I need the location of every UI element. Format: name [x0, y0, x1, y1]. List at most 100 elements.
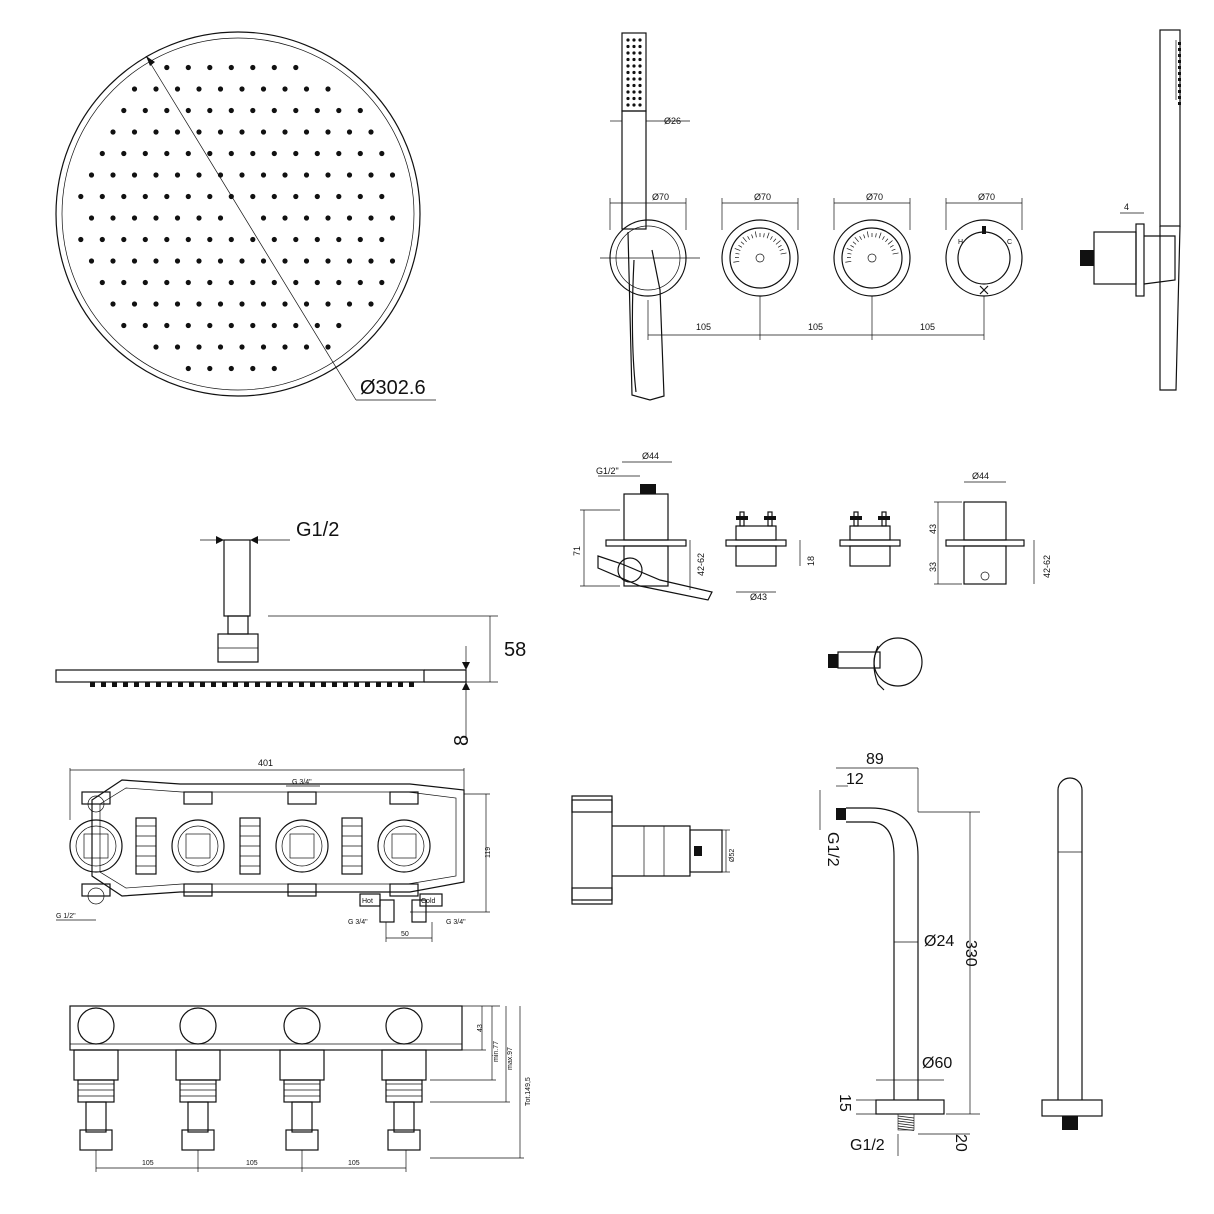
nozzle [325, 215, 331, 221]
nozzle [217, 86, 224, 92]
nozzle [185, 150, 191, 157]
arm-nut [227, 615, 249, 635]
nozzle [196, 301, 202, 307]
nozzle [336, 279, 342, 286]
nozzle [282, 172, 288, 178]
scale-tick [875, 233, 877, 238]
nozzle [325, 172, 331, 178]
nozzle [626, 38, 630, 42]
nozzle [303, 129, 310, 135]
svg-text:105: 105 [808, 322, 823, 332]
nozzle [207, 64, 213, 71]
valve-detail-views: Ø44 G1/2" 71 42-62 Ø43 18 [572, 451, 1052, 691]
nozzle [314, 279, 320, 286]
svg-text:G1/2: G1/2 [850, 1137, 885, 1154]
nozzle [343, 682, 348, 687]
svg-text:Tot.149,5: Tot.149,5 [525, 1077, 532, 1106]
nozzle [164, 279, 170, 286]
svg-text:105: 105 [348, 1160, 360, 1167]
nozzle [228, 64, 234, 71]
valve-body-outline [91, 779, 465, 897]
shower-head-inner-ring [61, 37, 415, 391]
nozzle [314, 107, 320, 114]
plate-3 [833, 219, 911, 297]
nozzle [185, 64, 191, 71]
nozzle [638, 38, 642, 42]
nozzle [387, 682, 392, 687]
valve-ports [69, 791, 431, 897]
nozzle [346, 258, 353, 264]
nozzle [282, 215, 288, 221]
svg-text:50: 50 [401, 931, 409, 938]
svg-text:Ø70: Ø70 [754, 192, 771, 202]
nozzle [336, 236, 342, 243]
nozzle [90, 682, 95, 687]
sleeve-1-top [735, 525, 777, 541]
svg-text:Hot: Hot [362, 898, 373, 905]
nozzle [207, 107, 213, 114]
nozzle [638, 77, 642, 81]
svg-text:Ø70: Ø70 [652, 192, 669, 202]
nozzle [250, 64, 256, 71]
concealed-body-section: 43 min.77 max.97 Tot.149,5 105 105 105 [69, 1005, 532, 1172]
nozzle [303, 172, 310, 178]
nozzle [379, 279, 385, 286]
section-body [69, 1005, 463, 1051]
nozzle [164, 150, 170, 157]
nozzle [239, 129, 245, 135]
svg-text:43: 43 [928, 524, 938, 534]
svg-text:43: 43 [477, 1024, 484, 1032]
side-valve-body [1093, 231, 1137, 285]
nozzle [211, 682, 216, 687]
scale-tick [734, 248, 741, 251]
nozzle [153, 215, 159, 221]
nozzle [185, 365, 191, 372]
nozzle [110, 172, 116, 178]
hose-side [1159, 225, 1181, 391]
nozzle [78, 193, 84, 200]
valve-port [69, 819, 123, 873]
cartridge-side-view: Ø52 [571, 795, 736, 905]
section-port [77, 1007, 115, 1045]
nozzle [1178, 60, 1181, 63]
svg-text:33: 33 [928, 562, 938, 572]
nozzle [638, 90, 642, 94]
nozzle [207, 365, 213, 372]
nozzle [250, 236, 256, 243]
diameter-leader [145, 55, 357, 401]
plate-2 [721, 219, 799, 297]
nozzle [303, 301, 310, 307]
nozzle [310, 682, 315, 687]
nozzle [174, 344, 181, 350]
cartridge-housing [571, 795, 613, 905]
nozzle [78, 236, 84, 243]
nozzle [336, 150, 342, 157]
nozzle [207, 150, 213, 157]
nozzle [110, 215, 116, 221]
front-view-plates: Ø26 Ø70 Ø70 Ø70 Ø70 [600, 29, 1181, 401]
nozzle [632, 57, 636, 62]
scale-tick [867, 231, 869, 238]
nozzle [174, 215, 181, 221]
nozzle [239, 301, 245, 307]
scale-tick [775, 240, 781, 245]
scale-tick [892, 252, 899, 255]
arrow-head [146, 56, 155, 66]
nozzle [88, 215, 95, 221]
scale-tick [751, 234, 754, 239]
shower-head-plate [55, 669, 425, 683]
nozzle [260, 258, 267, 264]
nozzle [632, 38, 636, 42]
svg-text:G1/2": G1/2" [596, 466, 619, 476]
nozzle [368, 215, 374, 221]
nozzle [134, 682, 139, 687]
nozzle [332, 682, 337, 687]
nozzle [239, 172, 245, 178]
nozzle [282, 129, 288, 135]
nozzle [228, 322, 234, 329]
nozzle [142, 322, 148, 329]
shower-arm-view: 89 12 G1/2 Ø24 330 Ø60 15 G1/2 20 [819, 751, 980, 1156]
nozzle [255, 682, 260, 687]
nozzle [260, 129, 267, 135]
nozzle [336, 322, 342, 329]
